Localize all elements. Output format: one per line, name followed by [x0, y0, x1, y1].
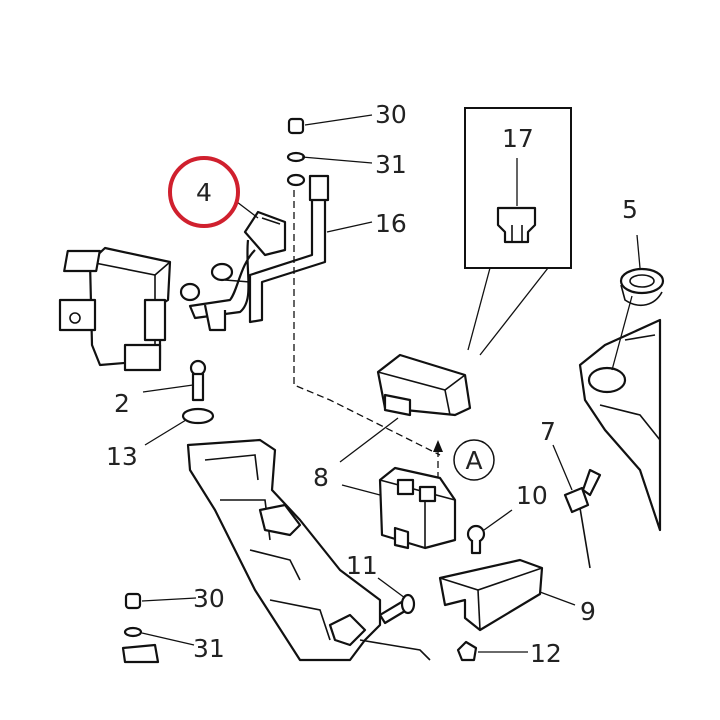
screw-2	[189, 359, 207, 402]
battery-cable-4	[179, 210, 287, 332]
cable-16	[210, 174, 330, 324]
grommet-5	[619, 267, 665, 307]
screw-11	[378, 593, 416, 625]
callout-10: 10	[516, 481, 548, 510]
leader-lines	[141, 114, 641, 653]
callout-31-top: 31	[375, 150, 407, 179]
view-marker-label: A	[465, 446, 482, 475]
fuse-box-cover-8	[376, 353, 472, 417]
fuse-inset	[464, 107, 572, 356]
callout-17: 17	[502, 124, 534, 153]
callout-16: 16	[375, 209, 407, 238]
view-marker-circle	[453, 439, 495, 481]
bracket-9	[438, 558, 544, 632]
install-path-line	[293, 190, 441, 456]
callout-12: 12	[530, 639, 562, 668]
bolt-30-bottom	[121, 592, 160, 664]
callout-13: 13	[106, 442, 138, 471]
battery-housing	[578, 318, 662, 532]
relay-holder	[378, 466, 457, 550]
callout-5: 5	[622, 195, 638, 224]
callout-2: 2	[114, 389, 130, 418]
relay-connector-block	[58, 246, 172, 372]
callout-31-bottom: 31	[193, 634, 225, 663]
tie-strap-7	[563, 468, 602, 569]
callout-11: 11	[346, 551, 378, 580]
bolt-30-top	[286, 117, 306, 187]
callout-8: 8	[313, 463, 329, 492]
frame-member	[186, 438, 431, 662]
nut-12	[456, 640, 478, 662]
washer-13	[181, 407, 215, 425]
callout-9: 9	[580, 597, 596, 626]
callout-4: 4	[196, 178, 212, 207]
callout-30-top: 30	[375, 100, 407, 129]
highlight-circle	[168, 156, 240, 228]
callout-7: 7	[540, 417, 556, 446]
callout-30-bottom: 30	[193, 584, 225, 613]
screw-10	[466, 524, 486, 555]
